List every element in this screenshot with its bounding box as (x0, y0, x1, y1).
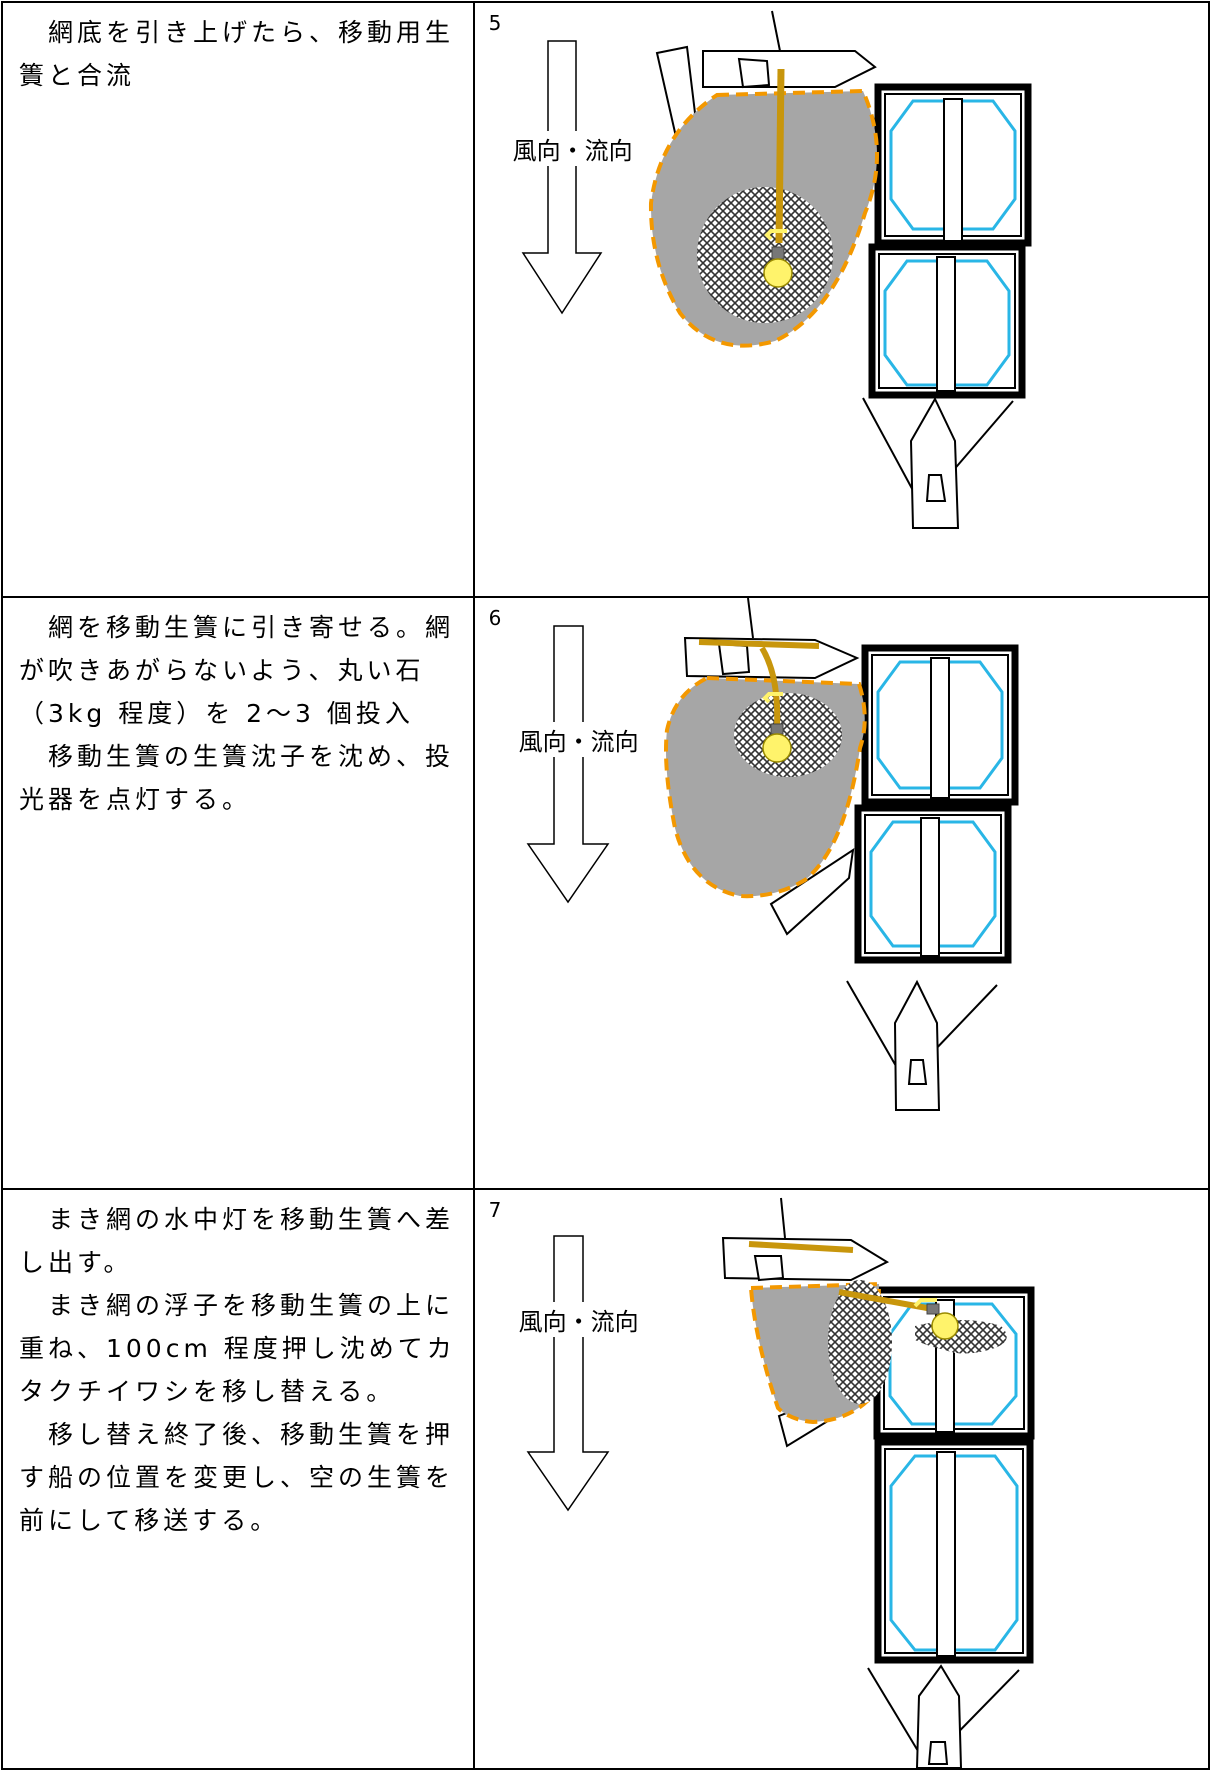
step-6-text-1: 網を移動生簀に引き寄せる。網が吹きあがらないよう、丸い石（3kg 程度）を 2～… (19, 613, 455, 728)
boat-icon (845, 979, 998, 1111)
float-line (748, 1241, 853, 1253)
underwater-lamp-icon (913, 1298, 959, 1340)
flow-direction-arrow-icon (521, 40, 603, 315)
fish-school (827, 1280, 892, 1404)
step-7-number: 7 (488, 1198, 502, 1222)
boat-icon (769, 847, 854, 936)
float-line (698, 639, 819, 649)
step-7-text-2: まき網の浮子を移動生簀の上に重ね、100cm 程度押し沈めてカタクチイワシを移し… (19, 1291, 456, 1406)
step-7-description-cell: まき網の水中灯を移動生簀へ差し出す。 まき網の浮子を移動生簀の上に重ね、100c… (1, 1188, 475, 1770)
underwater-lamp-icon (762, 229, 793, 288)
flow-direction-label: 風向・流向 (518, 722, 639, 757)
flow-direction-label: 風向・流向 (512, 131, 633, 166)
lamp-rope (775, 68, 785, 244)
step-6-description-cell: 網を移動生簀に引き寄せる。網が吹きあがらないよう、丸い石（3kg 程度）を 2～… (1, 596, 475, 1190)
flow-direction-arrow-icon (526, 1235, 610, 1512)
step-5-description-cell: 網底を引き上げたら、移動用生簀と合流 (1, 1, 475, 598)
fish-school (733, 693, 842, 777)
boat-icon (721, 1197, 889, 1282)
step-7-diagram (526, 1197, 1035, 1768)
fish-pen-icon (868, 83, 1032, 399)
step-5-number: 5 (488, 11, 502, 35)
fish-pen-icon (854, 644, 1019, 964)
step-5-text: 網底を引き上げたら、移動用生簀と合流 (19, 18, 455, 90)
step-7-text-1: まき網の水中灯を移動生簀へ差し出す。 (19, 1205, 455, 1277)
step-6-diagram (526, 598, 1019, 1111)
flow-direction-arrow-icon (526, 625, 610, 904)
step-6-text-2: 移動生簀の生簀沈子を沈め、投光器を点灯する。 (19, 742, 455, 814)
underwater-lamp-icon (761, 692, 792, 763)
step-5-diagram (521, 10, 1032, 529)
step-6-diagram-cell: 6 (472, 596, 1210, 1190)
step-row-7: まき網の水中灯を移動生簀へ差し出す。 まき網の浮子を移動生簀の上に重ね、100c… (1, 1188, 1210, 1770)
fish-school (696, 187, 833, 323)
step-5-diagram-cell: 5 (472, 1, 1210, 598)
flow-direction-label: 風向・流向 (518, 1302, 639, 1337)
step-row-6: 網を移動生簀に引き寄せる。網が吹きあがらないよう、丸い石（3kg 程度）を 2～… (1, 596, 1210, 1190)
step-row-5: 網底を引き上げたら、移動用生簀と合流 5 (1, 1, 1210, 598)
boat-icon (866, 1664, 1020, 1768)
fish-pen-icon (873, 1286, 1035, 1664)
step-7-text-3: 移し替え終了後、移動生簀を押す船の位置を変更し、空の生簀を前にして移送する。 (19, 1420, 455, 1535)
step-7-diagram-cell: 7 (472, 1188, 1210, 1770)
lamp-rope (759, 646, 780, 727)
boat-icon (861, 396, 1014, 529)
step-6-number: 6 (488, 606, 502, 630)
lamp-rope (838, 1289, 928, 1311)
